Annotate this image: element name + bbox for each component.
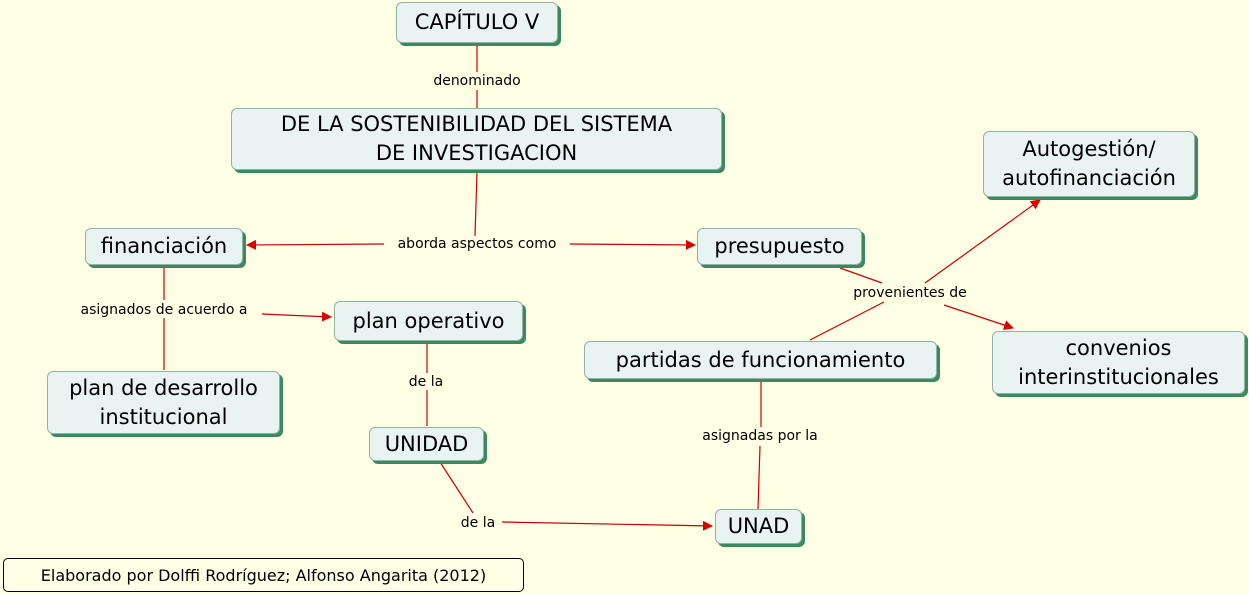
edge-aborda-presupuesto	[569, 239, 696, 250]
credit-box: Elaborado por Dolffi Rodríguez; Alfonso …	[3, 558, 524, 592]
link-label-asignadas: asignadas por la	[699, 428, 821, 444]
node-presupuesto[interactable]: presupuesto	[697, 228, 862, 265]
edge-provenientes-partidas	[809, 301, 885, 341]
node-capitulo-v[interactable]: CAPÍTULO V	[396, 2, 558, 43]
link-label-aborda: aborda aspectos como	[394, 236, 560, 252]
edge-de-la-unad	[501, 520, 713, 531]
edge-provenientes-autogestion	[924, 199, 1041, 284]
edge-sostenibilidad-aborda	[474, 171, 478, 237]
edge-asignados-plan-operativo	[261, 311, 332, 322]
node-financiacion[interactable]: financiación	[85, 228, 243, 265]
edge-asignadas-unad	[757, 445, 761, 510]
node-autogestion[interactable]: Autogestión/ autofinanciación	[983, 131, 1195, 197]
edge-unidad-de-la	[439, 461, 474, 514]
node-partidas-funcionamiento[interactable]: partidas de funcionamiento	[584, 341, 937, 379]
edge-aborda-financiacion	[246, 239, 385, 250]
edge-provenientes-convenios	[943, 304, 1014, 330]
node-convenios[interactable]: convenios interinstitucionales	[992, 331, 1245, 394]
edge-presupuesto-provenientes	[839, 267, 883, 284]
link-label-de-la-unidad: de la	[405, 374, 447, 390]
link-label-asignados: asignados de acuerdo a	[77, 302, 251, 318]
link-label-de-la-unad: de la	[457, 515, 499, 531]
node-plan-desarrollo[interactable]: plan de desarrollo institucional	[47, 371, 280, 434]
link-label-denominado: denominado	[430, 73, 524, 89]
node-sostenibilidad[interactable]: DE LA SOSTENIBILIDAD DEL SISTEMA DE INVE…	[231, 108, 722, 170]
node-unad[interactable]: UNAD	[715, 509, 802, 544]
node-unidad[interactable]: UNIDAD	[369, 427, 484, 461]
link-label-provenientes: provenientes de	[850, 285, 970, 301]
node-plan-operativo[interactable]: plan operativo	[334, 301, 523, 341]
